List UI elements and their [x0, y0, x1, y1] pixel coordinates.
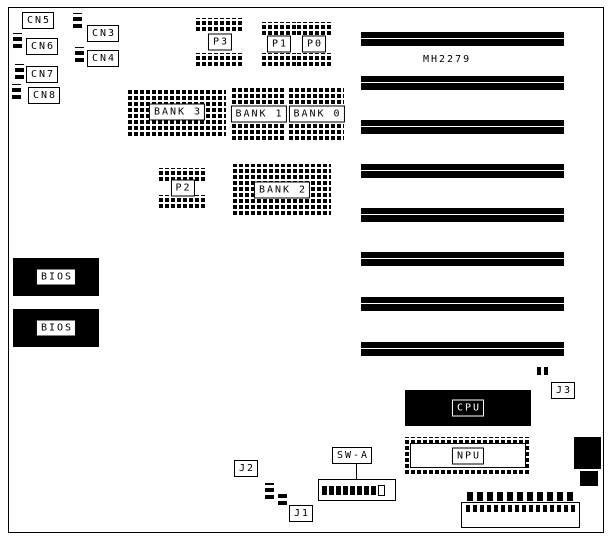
memory-bank-1: BANK 1 — [230, 88, 287, 140]
chip-pins-icon — [159, 195, 206, 208]
chip-pins-icon — [297, 53, 331, 66]
expansion-slot-2 — [361, 76, 564, 90]
cn8-label: CN8 — [28, 87, 61, 104]
bottom-pin-header-pins — [466, 505, 575, 512]
dip-switch-segment — [371, 485, 376, 495]
chip-pins-icon — [196, 53, 244, 66]
expansion-slot-1 — [361, 32, 564, 46]
cn4-header-icon — [75, 47, 84, 62]
dip-switch-segment — [350, 485, 355, 495]
npu-label: NPU — [451, 447, 485, 464]
cn5-label: CN5 — [22, 12, 55, 29]
chip-pins-icon — [262, 53, 296, 66]
chip-pins-icon — [297, 22, 331, 35]
dip-switch-segment-off — [378, 484, 385, 496]
bios-chip-1: BIOS — [13, 258, 99, 296]
j2-label: J2 — [234, 460, 259, 477]
board-model-text: MH2279 — [423, 54, 472, 65]
expansion-slot-4 — [361, 164, 564, 178]
cn7-header-icon — [15, 64, 24, 79]
expansion-slot-5 — [361, 208, 564, 222]
chip-pins-icon — [159, 168, 206, 181]
bank3-label: BANK 3 — [148, 103, 206, 121]
memory-bank-3: BANK 3 — [128, 88, 226, 136]
p1-label: P1 — [266, 35, 292, 53]
bios-chip-2: BIOS — [13, 309, 99, 347]
npu-socket: NPU — [405, 437, 531, 474]
cn6-label: CN6 — [26, 38, 59, 55]
expansion-slot-7 — [361, 297, 564, 311]
cpu-label: CPU — [451, 399, 485, 417]
bank2-label: BANK 2 — [253, 181, 311, 198]
chip-pins-icon — [196, 18, 244, 31]
dip-switch-segment — [329, 485, 334, 495]
cn7-label: CN7 — [26, 66, 59, 83]
j1-header-icon — [278, 492, 287, 505]
bios1-label: BIOS — [35, 268, 77, 286]
j2-header-icon — [265, 483, 274, 499]
cn8-header-icon — [12, 84, 21, 99]
j1-label: J1 — [289, 505, 314, 522]
bios2-label: BIOS — [35, 319, 77, 337]
bank1-label: BANK 1 — [230, 105, 287, 123]
chip-pins-icon — [262, 22, 296, 35]
chip-p1: P1 — [262, 22, 296, 66]
cn6-header-icon — [13, 33, 22, 48]
keyboard-connector — [574, 437, 601, 469]
p0-label: P0 — [301, 35, 327, 53]
swa-label: SW-A — [332, 447, 373, 464]
dip-switch-segment — [357, 485, 362, 495]
bottom-pin-header-box — [461, 502, 580, 528]
memory-bank-2: BANK 2 — [233, 164, 331, 215]
dip-switch-swa — [318, 479, 396, 501]
expansion-slot-6 — [361, 252, 564, 266]
cn4-label: CN4 — [87, 50, 120, 67]
swa-leader-line — [356, 463, 357, 480]
memory-bank-0: BANK 0 — [288, 88, 345, 140]
dip-switch-segment — [343, 485, 348, 495]
expansion-slot-8 — [361, 342, 564, 356]
dip-switch-segment — [322, 485, 327, 495]
dip-switch-segment — [336, 485, 341, 495]
expansion-slot-3 — [361, 120, 564, 134]
board-outline — [8, 7, 604, 533]
chip-p0: P0 — [297, 22, 331, 66]
cn3-header-icon — [73, 13, 82, 28]
cn3-label: CN3 — [87, 25, 120, 42]
power-connector — [580, 471, 598, 486]
j3-header-icon — [537, 367, 550, 375]
dip-switch-segment — [364, 485, 369, 495]
chip-p2: P2 — [159, 168, 206, 208]
p3-label: P3 — [207, 33, 233, 51]
bottom-pin-header-row — [467, 492, 573, 501]
cpu-chip: CPU — [405, 390, 531, 426]
bank0-label: BANK 0 — [288, 105, 345, 123]
j3-label: J3 — [551, 382, 576, 399]
p2-label: P2 — [170, 179, 195, 197]
chip-p3: P3 — [196, 18, 244, 66]
